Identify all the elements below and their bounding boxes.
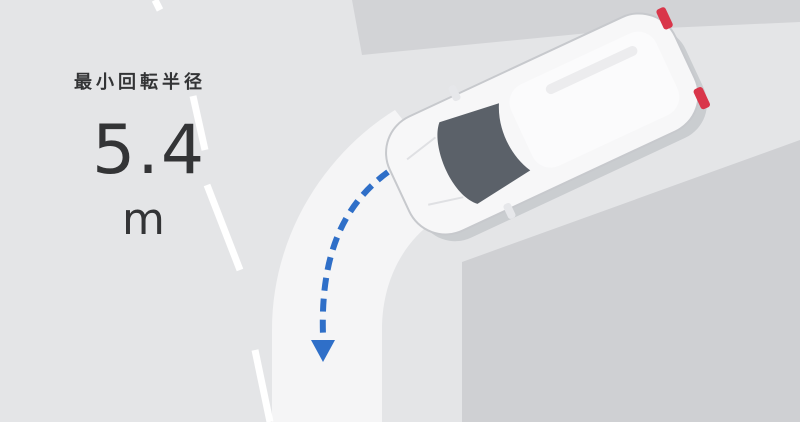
- spec-label: 最小回転半径: [74, 72, 206, 93]
- turning-radius-spec: 最小回転半径 5.4 m: [60, 68, 240, 244]
- bottom-right-block: [462, 140, 800, 422]
- minivan-top-view-icon: [385, 7, 710, 242]
- arrow-head-icon: [311, 340, 335, 362]
- spec-unit: m: [122, 194, 165, 245]
- dashed-turn-arrow-icon: [319, 169, 390, 336]
- spec-value: 5.4: [92, 111, 207, 190]
- top-block: [352, 0, 800, 55]
- lane-markings: [151, 0, 274, 422]
